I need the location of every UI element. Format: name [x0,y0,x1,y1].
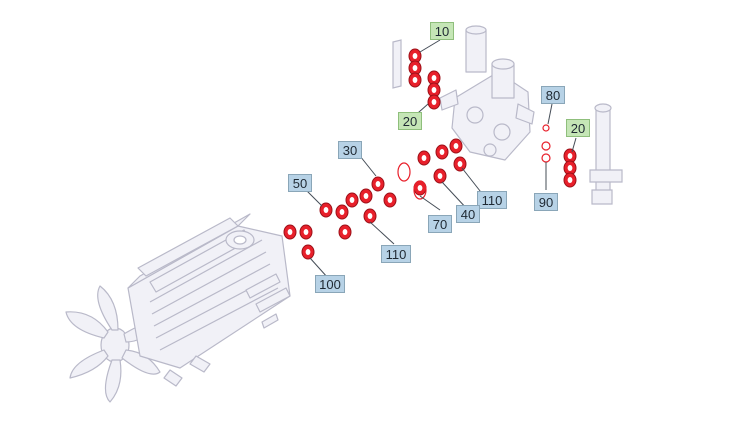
callout-110-right: 110 [477,191,507,209]
pump-head [439,25,535,161]
callout-90: 90 [534,193,558,211]
callout-100: 100 [315,275,345,293]
motor-housing [65,213,291,403]
callout-50: 50 [288,174,312,192]
callout-30: 30 [338,141,362,159]
callout-80: 80 [541,86,565,104]
callout-40: 40 [456,205,480,223]
callout-70: 70 [428,215,452,233]
valve-plate [392,39,402,89]
callout-20-right: 20 [566,119,590,137]
callout-110-lower: 110 [381,245,411,263]
outlet-pipe [589,103,623,205]
callout-20-top: 20 [398,112,422,130]
callout-10: 10 [430,22,454,40]
